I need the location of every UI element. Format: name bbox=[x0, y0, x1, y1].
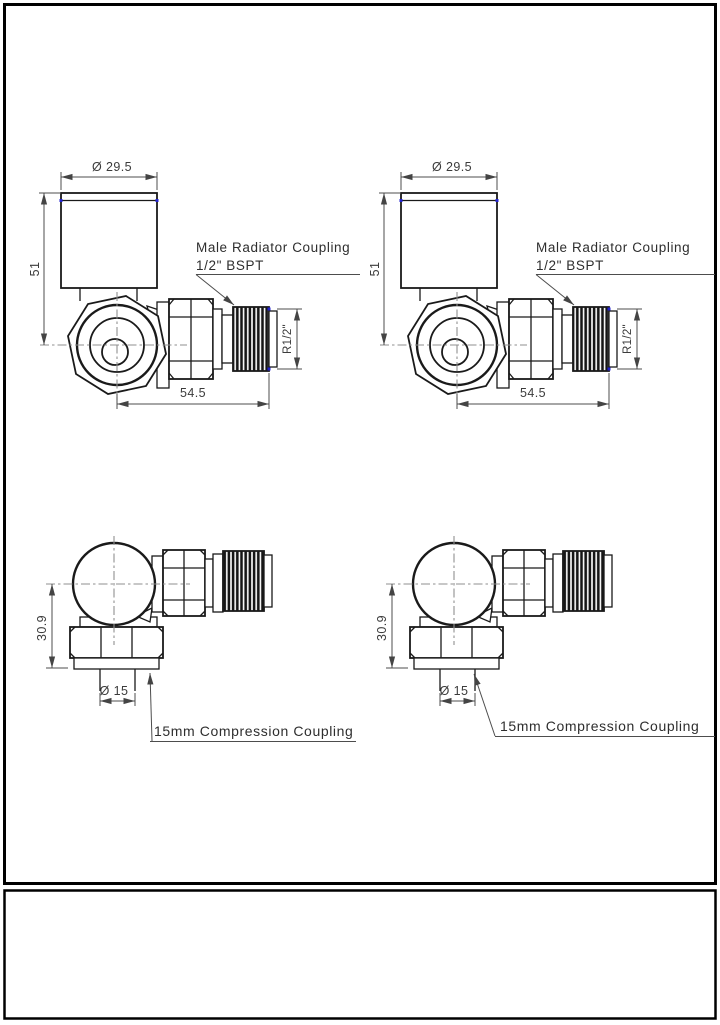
dimension-thread-radius: R1/2" bbox=[277, 308, 302, 370]
dimension-pipe-diameter: Ø 15 bbox=[99, 684, 136, 706]
dim-thread-radius-text: R1/2" bbox=[282, 324, 294, 354]
dim-height-text: 30.9 bbox=[35, 615, 49, 641]
dim-pipe-diameter-text: Ø 15 bbox=[100, 684, 129, 698]
radiator-valve-bottom-figure-right bbox=[375, 536, 612, 706]
title-block-empty bbox=[3, 889, 717, 1020]
drawing-frame-border bbox=[3, 3, 717, 885]
dim-height-text: 51 bbox=[28, 262, 42, 277]
dimension-height-30-9: 30.9 bbox=[35, 584, 68, 669]
dim-cap-diameter-text: Ø 29.5 bbox=[92, 160, 132, 174]
male-coupling-label-line1: Male Radiator Coupling bbox=[196, 240, 350, 255]
compression-coupling-label-right: 15mm Compression Coupling bbox=[473, 673, 715, 737]
male-thread bbox=[222, 550, 273, 612]
centerlines bbox=[40, 292, 187, 400]
compression-coupling-label-left: 15mm Compression Coupling bbox=[147, 672, 356, 742]
dimension-height-51: 51 bbox=[28, 192, 61, 345]
radiator-valve-top-figure-right bbox=[368, 160, 690, 409]
dimension-cap-diameter: Ø 29.5 bbox=[60, 160, 158, 190]
male-coupling-leader-right bbox=[535, 274, 715, 306]
radiator-valve-top-figure-left: Ø 29.5 51 54.5 R1/2" Male Radiator Coupl… bbox=[28, 160, 350, 409]
outlet-assembly bbox=[151, 549, 273, 617]
dimension-length-54-5: 54.5 bbox=[116, 373, 270, 409]
radiator-valve-bottom-figure-left: 30.9 Ø 15 bbox=[35, 536, 273, 706]
compression-coupling-label-text: 15mm Compression Coupling bbox=[500, 718, 699, 734]
male-coupling-label-line2: 1/2" BSPT bbox=[196, 258, 264, 273]
male-coupling-leader-left bbox=[195, 274, 360, 306]
compression-coupling-label-text: 15mm Compression Coupling bbox=[154, 723, 353, 739]
valve-cap bbox=[59, 192, 159, 301]
dim-length-text: 54.5 bbox=[180, 386, 206, 400]
valve-outlet-assembly bbox=[146, 298, 278, 389]
male-thread bbox=[232, 306, 278, 372]
male-coupling-label: Male Radiator Coupling 1/2" BSPT bbox=[196, 240, 350, 273]
centerlines bbox=[46, 536, 190, 645]
